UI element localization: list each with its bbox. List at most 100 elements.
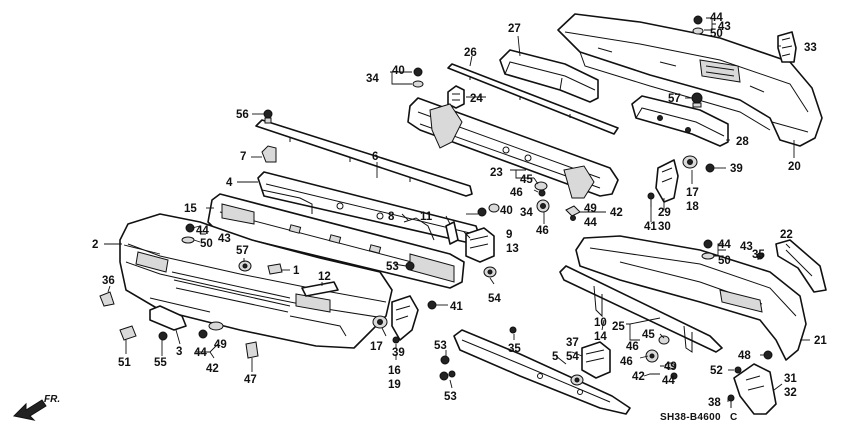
callout-50c: 50 <box>718 255 731 267</box>
callout-18: 18 <box>686 201 699 213</box>
callout-54a: 54 <box>488 293 501 305</box>
clip-48 <box>763 350 773 360</box>
clip-11 <box>445 221 459 245</box>
callout-54b: 54 <box>566 351 579 363</box>
callout-5: 5 <box>552 351 559 363</box>
callout-39a: 39 <box>730 163 743 175</box>
mud-flap-31-32 <box>733 363 777 415</box>
callout-2: 2 <box>92 239 98 251</box>
callout-57a: 57 <box>668 93 681 105</box>
clip-17-18-upper <box>682 155 715 173</box>
callout-57b: 57 <box>236 245 249 257</box>
callout-49b: 49 <box>214 339 227 351</box>
clip-44-top <box>692 15 704 35</box>
nut-57-lower <box>238 260 252 272</box>
callout-3: 3 <box>176 346 182 358</box>
screw-38 <box>727 394 735 408</box>
callout-47: 47 <box>244 374 257 386</box>
reinforcement-15 <box>207 193 465 289</box>
absorber-28 <box>631 95 729 147</box>
clip-49-lower <box>198 321 224 339</box>
callout-26: 26 <box>464 47 477 59</box>
leader-lines <box>104 17 810 402</box>
callout-43a: 43 <box>718 21 731 33</box>
callout-34b: 34 <box>520 207 533 219</box>
callout-30: 30 <box>658 221 671 233</box>
callout-23: 23 <box>490 167 503 179</box>
callout-6: 6 <box>372 151 378 163</box>
clip-35-right <box>756 252 764 260</box>
clip-56 <box>263 109 273 124</box>
screw-41-lower <box>427 300 437 310</box>
callout-8: 8 <box>388 211 395 223</box>
clip-51 <box>119 325 137 341</box>
nut-54-lower <box>570 374 584 386</box>
callout-46c: 46 <box>626 341 639 353</box>
callout-42a: 42 <box>610 207 623 219</box>
bracket-9-13 <box>465 227 495 263</box>
callout-45b: 45 <box>642 329 655 341</box>
callout-20: 20 <box>788 161 801 173</box>
callout-41b: 41 <box>450 301 463 313</box>
callout-32: 32 <box>784 387 797 399</box>
nut-53-mid <box>405 261 415 271</box>
insert-12 <box>301 281 339 297</box>
front-direction-label: FR. <box>44 394 60 405</box>
callout-42c: 42 <box>632 371 645 383</box>
nut-54-upper <box>483 266 497 278</box>
callout-27: 27 <box>508 23 521 35</box>
callout-44b: 44 <box>196 225 209 237</box>
clip-52 <box>734 366 742 374</box>
callout-24: 24 <box>470 93 483 105</box>
callout-39b: 39 <box>392 347 405 359</box>
callout-25: 25 <box>612 321 625 333</box>
callout-9: 9 <box>506 229 512 241</box>
callout-49a: 49 <box>584 203 597 215</box>
rear-beam-23 <box>407 97 619 199</box>
callout-14: 14 <box>594 331 607 343</box>
bracket-3 <box>149 305 187 331</box>
callout-17a: 17 <box>370 341 383 353</box>
callout-11: 11 <box>420 211 433 223</box>
callout-50a: 50 <box>710 28 723 40</box>
clip-35-lower <box>509 326 517 334</box>
front-bumper-face <box>119 213 393 349</box>
callout-44e: 44 <box>194 347 207 359</box>
callout-41a: 41 <box>644 221 657 233</box>
callout-17b: 17 <box>686 187 699 199</box>
callout-38: 38 <box>708 397 721 409</box>
clip-47 <box>245 341 259 359</box>
callout-42b: 42 <box>206 363 219 375</box>
screw-41-upper <box>647 192 655 207</box>
callout-56: 56 <box>236 109 249 121</box>
bracket-37 <box>581 341 611 379</box>
callout-44d: 44 <box>718 239 731 251</box>
callout-44a: 44 <box>710 12 723 24</box>
bolt-55 <box>158 331 168 341</box>
hose-8 <box>403 217 435 241</box>
callout-7: 7 <box>240 151 246 163</box>
callout-1: 1 <box>293 265 300 277</box>
callout-49c: 49 <box>664 361 677 373</box>
insert-1 <box>267 263 283 275</box>
washers-34-40-mid <box>477 203 500 217</box>
callout-34a: 34 <box>366 73 379 85</box>
clip-17-39-lower <box>372 315 400 344</box>
callout-51: 51 <box>118 357 131 369</box>
clip-7 <box>261 145 277 163</box>
callout-19: 19 <box>388 379 401 391</box>
washers-lower-right <box>645 335 678 380</box>
bolts-53-lower <box>439 355 456 381</box>
callout-4: 4 <box>226 177 233 189</box>
callout-40b: 40 <box>500 205 513 217</box>
side-bracket-33 <box>777 31 797 63</box>
callout-22: 22 <box>780 229 793 241</box>
clip-36 <box>99 291 115 307</box>
absorber-27 <box>499 49 599 103</box>
callout-44f: 44 <box>662 375 675 387</box>
callout-28: 28 <box>736 136 749 148</box>
callout-43b: 43 <box>218 233 231 245</box>
callout-10: 10 <box>594 317 607 329</box>
callout-33: 33 <box>804 42 817 54</box>
